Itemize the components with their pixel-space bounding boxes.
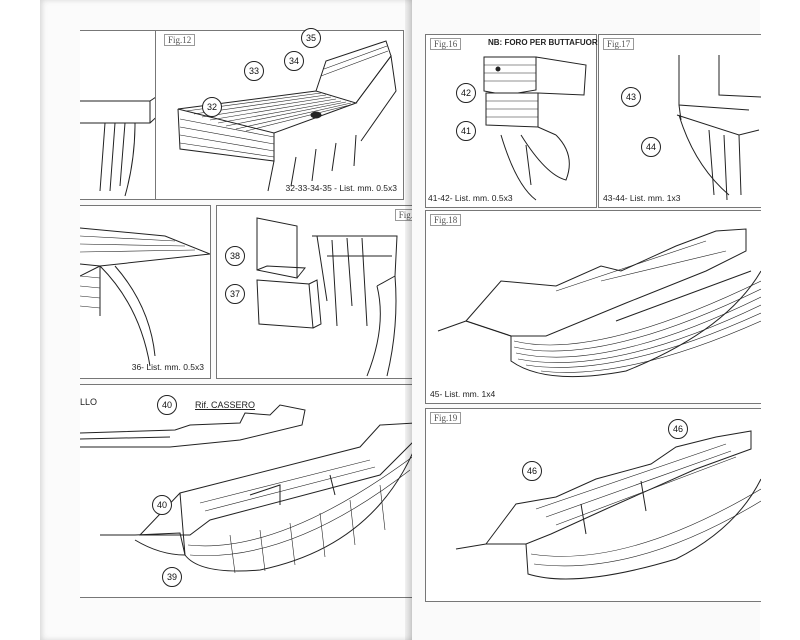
fig13-caption: 36- List. mm. 0.5x3 [131,362,204,372]
fig16-panel: Fig.16 NB: FORO PER BUTTAFUORI 42 41 41-… [425,34,600,208]
callout-40-top: 40 [157,395,177,415]
fig19-tag: Fig.19 [430,412,462,424]
callout-35: 35 [301,28,321,48]
callout-40-hull: 40 [152,495,172,515]
fig16-note: NB: FORO PER BUTTAFUORI [488,38,600,47]
fig15-panel: LLO Rif. CASSERO [80,384,436,598]
fig17-tag: Fig.17 [603,38,635,50]
fig15-label-cassero: Rif. CASSERO [195,400,256,410]
fig17-drawing [676,55,761,201]
fig12-deck-drawing [177,40,397,192]
left-page: Fig.12 35 [40,0,436,640]
fig13-panel: 36- List. mm. 0.5x3 [80,205,211,379]
fig16-drawing [483,56,587,201]
callout-43: 43 [621,87,641,107]
fig18-hull-drawing [437,228,761,378]
fig12-panel: Fig.12 35 [155,28,404,200]
fig19-panel: Fig.19 46 46 [425,408,761,602]
fig18-tag: Fig.18 [430,214,462,226]
fig16-caption: 41-42- List. mm. 0.5x3 [428,193,513,203]
callout-46-right: 46 [668,419,688,439]
callout-39: 39 [162,567,182,587]
fig17-caption: 43-44- List. mm. 1x3 [603,193,681,203]
callout-34: 34 [284,51,304,71]
callout-41: 41 [456,121,476,141]
fig15-hull-drawing [80,404,421,574]
callout-42: 42 [456,83,476,103]
fig15-label-partial: LLO [80,397,98,407]
callout-37: 37 [225,284,245,304]
callout-44: 44 [641,137,661,157]
callout-32: 32 [202,97,222,117]
callout-33: 33 [244,61,264,81]
fig12-caption: 32-33-34-35 - List. mm. 0.5x3 [285,183,398,193]
fig19-hull-drawing [455,430,761,580]
fig18-caption: 45- List. mm. 1x4 [430,389,496,399]
fig16-tag: Fig.16 [430,38,462,50]
fig18-panel: Fig.18 45- List. mm. 1x4 [425,210,761,404]
fig17-panel: Fig.17 43 44 43-44- List. mm. 1x3 [598,34,761,208]
callout-46-left: 46 [522,461,542,481]
callout-38: 38 [225,246,245,266]
fig14-drawing [256,217,398,377]
fig14-panel: Fig.14 38 37 [216,205,435,379]
fig13-drawing [80,227,210,367]
fig12-tag: Fig.12 [164,34,196,46]
right-page: Fig.16 NB: FORO PER BUTTAFUORI 42 41 41-… [412,0,761,640]
